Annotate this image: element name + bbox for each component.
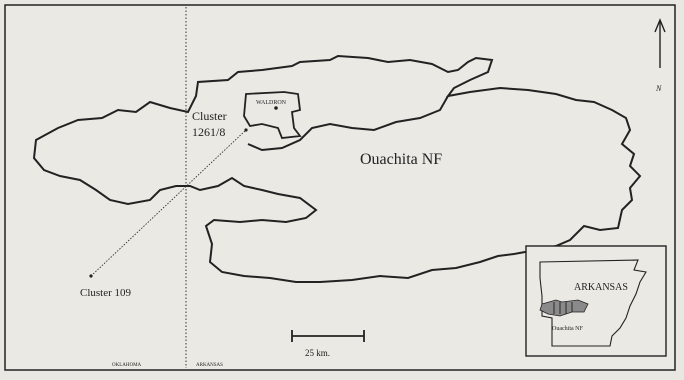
forest-name-label: Ouachita NF bbox=[360, 151, 442, 168]
north-label: N bbox=[655, 84, 662, 93]
inset-forest-shape bbox=[539, 299, 589, 317]
inset-frame bbox=[525, 245, 667, 357]
arkansas-label: ARKANSAS bbox=[196, 363, 223, 368]
north-arrow-head bbox=[654, 18, 666, 33]
inset-forest-label: Ouachita NF bbox=[552, 326, 583, 332]
cluster-1261-8-label-line1: Cluster bbox=[192, 109, 227, 123]
inset-state-label: ARKANSAS bbox=[574, 282, 628, 293]
inset-map: ARKANSAS Ouachita NF bbox=[525, 245, 667, 357]
waldron-town-dot bbox=[274, 106, 278, 110]
scale-label: 25 km. bbox=[305, 348, 330, 358]
cluster-1261-8-outline bbox=[243, 91, 302, 139]
oklahoma-label: OKLAHOMA bbox=[112, 363, 142, 368]
cluster-109-label: Cluster 109 bbox=[80, 287, 132, 299]
cluster-1261-8-point bbox=[244, 128, 248, 132]
waldron-label: WALDRON bbox=[256, 100, 287, 106]
cluster-109-point bbox=[89, 274, 93, 278]
forest-inner-boundary bbox=[247, 95, 449, 152]
cluster-1261-8-label-line2: 1261/8 bbox=[192, 125, 225, 139]
cluster-109-leader-line bbox=[90, 129, 247, 277]
forest-boundary bbox=[32, 54, 642, 283]
